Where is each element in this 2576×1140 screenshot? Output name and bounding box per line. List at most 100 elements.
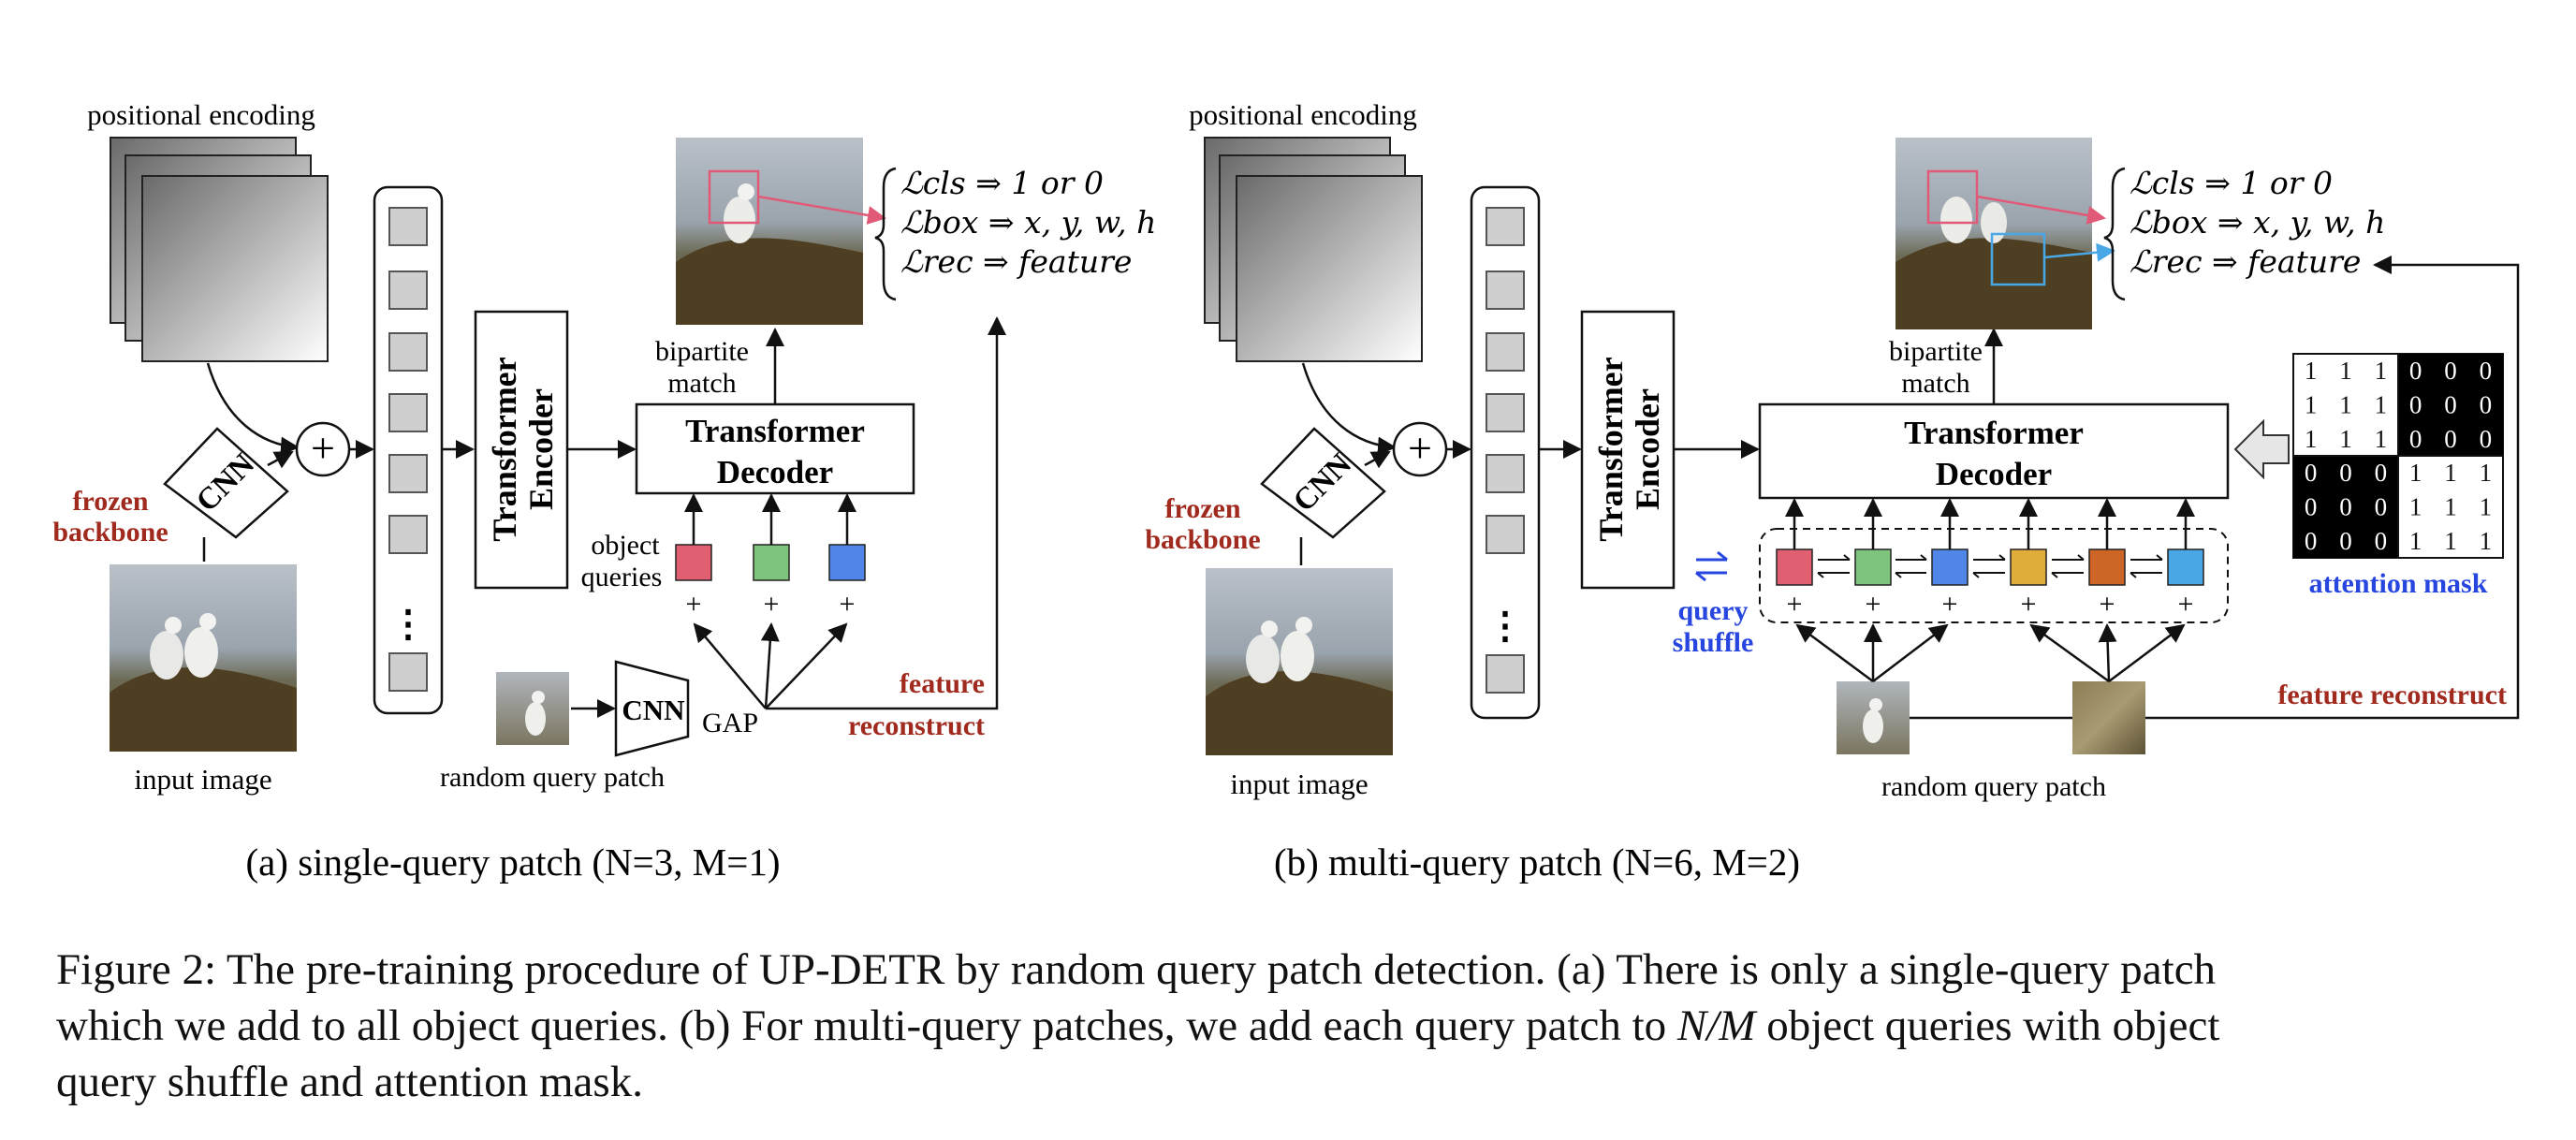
input-image	[1206, 568, 1393, 755]
mask-cell: 0	[2375, 493, 2388, 521]
mask-cell: 0	[2305, 459, 2318, 487]
loss-brace	[874, 167, 897, 301]
object-query-red	[1776, 548, 1813, 586]
feature-token-stack	[1470, 185, 1541, 720]
loss-box: ℒbox ⇒ x, y, w, h	[900, 204, 1156, 241]
query-plus: +	[1866, 589, 1881, 620]
decoder-label-2: Decoder	[1936, 456, 2052, 492]
attention-mask-label: attention mask	[2309, 568, 2488, 599]
random-query-patch-label: random query patch	[1881, 771, 2106, 802]
figure-caption-line-1: Figure 2: The pre-training procedure of …	[56, 945, 2217, 994]
encoder-label-2: Encoder	[522, 388, 560, 510]
queries-label: queries	[581, 562, 663, 592]
encoder-label-2: Encoder	[1629, 388, 1666, 510]
positional-encoding-label: positional encoding	[1189, 98, 1417, 131]
mask-cell: 0	[2409, 357, 2422, 385]
mask-cell: 1	[2480, 527, 2493, 555]
mask-cell: 1	[2409, 493, 2422, 521]
mask-cell: 1	[2375, 357, 2388, 385]
object-query-red	[675, 544, 712, 581]
mask-cell: 0	[2444, 357, 2457, 385]
mask-cell: 0	[2480, 357, 2493, 385]
query-shuffle-label-1: query	[1678, 595, 1749, 626]
bipartite-label: bipartite	[1889, 336, 1983, 367]
token	[388, 207, 428, 246]
match-label: match	[1901, 368, 1969, 399]
object-query-green	[1854, 548, 1892, 586]
pe-to-sum-arrow	[206, 362, 300, 456]
token	[388, 332, 428, 372]
patch-to-query-arrow	[1795, 623, 1874, 683]
patch-to-query-arrow	[2108, 623, 2186, 682]
caption-text: which we add to all object queries. (b) …	[56, 1001, 1677, 1050]
ellipsis: ⋮	[389, 603, 427, 645]
query-plus: +	[764, 589, 780, 620]
mask-cell: 0	[2409, 391, 2422, 419]
mask-cell: 1	[2409, 459, 2422, 487]
loss-rec: ℒrec ⇒ feature	[2130, 243, 2361, 280]
mask-cell: 1	[2480, 493, 2493, 521]
token	[388, 393, 428, 432]
patch-to-query-arrow	[1872, 623, 1949, 682]
mask-cell: 0	[2444, 391, 2457, 419]
mask-cell: 0	[2375, 459, 2388, 487]
ellipsis: ⋮	[1486, 605, 1524, 647]
mask-cell: 1	[2375, 391, 2388, 419]
mask-cell: 0	[2339, 493, 2352, 521]
query-plus: +	[840, 589, 856, 620]
mask-cell: 0	[2305, 493, 2318, 521]
patch-to-query-arrow	[2029, 623, 2110, 683]
frozen-label: frozen	[72, 486, 148, 517]
cnn-backbone-block	[1260, 427, 1386, 539]
gap-label: GAP	[702, 708, 758, 738]
token	[1486, 332, 1525, 372]
output-image	[1895, 138, 2092, 329]
query-group	[1759, 528, 2229, 623]
sum-plus-label: +	[1408, 424, 1432, 472]
loss-box: ℒbox ⇒ x, y, w, h	[2130, 204, 2385, 241]
query-cnn-block	[614, 660, 690, 757]
subcaption-a: (a) single-query patch (N=3, M=1)	[245, 840, 780, 884]
query-plus: +	[2021, 589, 2037, 620]
frozen-label: frozen	[1164, 493, 1240, 524]
query-exchange-arrows	[1817, 554, 2163, 578]
query-cnn-label: CNN	[622, 694, 684, 726]
transformer-decoder-block	[635, 402, 915, 495]
mask-cell: 1	[2444, 527, 2457, 555]
object-query-yellow	[2010, 548, 2047, 586]
mask-cell: 1	[2305, 391, 2318, 419]
encoder-label-1: Transformer	[1592, 357, 1630, 541]
query-plus: +	[2100, 589, 2115, 620]
box-to-loss-arrow	[1976, 195, 2106, 225]
caption-math: N/M	[1676, 1001, 1756, 1050]
positional-encoding-label: positional encoding	[87, 98, 315, 131]
token	[388, 515, 428, 554]
mask-cell: 0	[2480, 425, 2493, 453]
feature-reconstruct-arrow	[766, 316, 1006, 710]
decoder-label-1: Transformer	[1904, 415, 2084, 451]
transformer-decoder-block	[1758, 402, 2230, 500]
mask-cell: 1	[2480, 459, 2493, 487]
figure-diagram: positional encoding CNN frozen backbone …	[52, 98, 2520, 884]
mask-cell: 1	[2375, 425, 2388, 453]
caption-text: object queries with object	[1755, 1001, 2220, 1050]
token	[1486, 654, 1525, 694]
token	[1486, 207, 1525, 246]
mask-cell: 1	[2444, 459, 2457, 487]
patch-to-query-arrow	[760, 622, 780, 709]
mask-cell: 1	[2339, 391, 2352, 419]
box-to-loss-arrow-blue	[2043, 242, 2115, 262]
predicted-box-blue	[1990, 232, 2046, 286]
input-image-label: input image	[134, 763, 271, 796]
figure-caption-line-2: which we add to all object queries. (b) …	[56, 1000, 2219, 1052]
mask-cell: 1	[2444, 493, 2457, 521]
figure-caption-line-3: query shuffle and attention mask.	[56, 1058, 643, 1106]
mask-cell: 0	[2375, 527, 2388, 555]
decoder-label-2: Decoder	[717, 454, 833, 490]
box-to-loss-arrow	[757, 195, 886, 225]
mask-cell: 1	[2409, 527, 2422, 555]
object-query-orange	[2088, 548, 2126, 586]
token	[388, 652, 428, 692]
sum-plus-label: +	[311, 424, 335, 472]
